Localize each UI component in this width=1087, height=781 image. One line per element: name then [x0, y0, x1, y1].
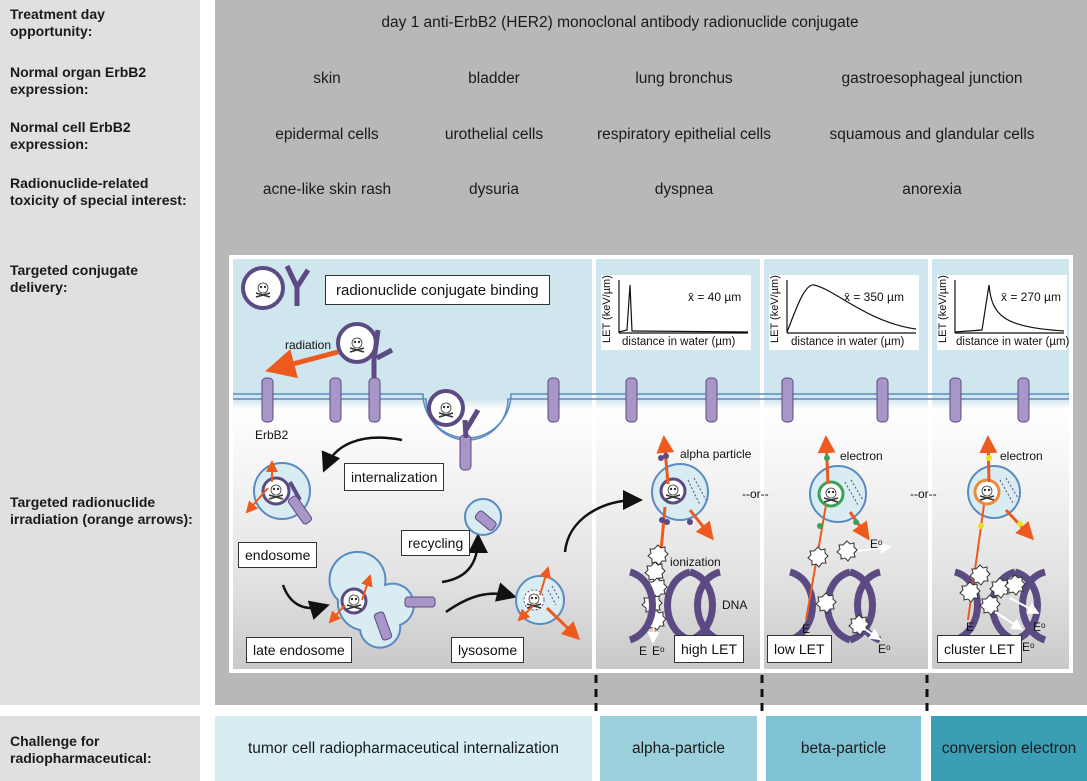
cell-squamous: squamous and glandular cells [829, 126, 1035, 143]
cell-membrane [233, 393, 1069, 439]
internalization-box: internalization [344, 463, 445, 491]
electron-label-beta: electron [840, 449, 883, 463]
chart-mean-beta: x̄ = 350 µm [844, 290, 904, 304]
toxicity-dysuria: dysuria [469, 181, 519, 198]
or-label-1: --or-- [742, 487, 769, 501]
beta-eo-label-2: Eᵒ [878, 642, 891, 656]
chart-mean-conversion: x̄ = 270 µm [1001, 290, 1061, 304]
chart-xlabel-conversion: distance in water (µm) [956, 336, 1070, 348]
beta-eo-label-1: Eᵒ [870, 537, 883, 551]
label-toxicity: Radionuclide-related toxicity of special… [10, 175, 187, 208]
toxicity-dyspnea: dyspnea [654, 181, 714, 198]
chart-beta [769, 275, 919, 350]
cluster-e-label: E [966, 620, 975, 634]
cell-epidermal: epidermal cells [275, 126, 379, 143]
chart-mean-alpha: x̄ = 40 µm [688, 290, 742, 304]
label-delivery: Targeted conjugate delivery: [10, 262, 139, 295]
receptor-erbb2 [261, 377, 274, 423]
cluster-let-box: cluster LET [937, 635, 1022, 663]
or-label-2: --or-- [910, 487, 937, 501]
chart-xlabel-beta: distance in water (µm) [791, 336, 905, 348]
chart-ylabel-conversion: LET (keV/µm) [937, 275, 949, 343]
chart-conversion [937, 275, 1067, 350]
endosome-box: endosome [238, 542, 318, 568]
label-cell-expression: Normal cell ErbB2 expression: [10, 119, 131, 152]
lysosome-box: lysosome [451, 637, 525, 663]
cluster-eo-label-2: Eᵒ [1022, 640, 1035, 654]
chart-xlabel-alpha: distance in water (µm) [622, 336, 736, 348]
toxicity-rash: acne-like skin rash [262, 181, 392, 198]
binding-box: radionuclide conjugate binding [325, 275, 550, 305]
late-endosome-box: late endosome [246, 637, 352, 663]
chart-alpha [601, 275, 751, 350]
cell-respiratory: respiratory epithelial cells [596, 126, 772, 143]
organ-skin: skin [313, 70, 341, 87]
organ-gej: gastroesophageal junction [841, 70, 1023, 87]
organ-lung: lung bronchus [635, 70, 733, 87]
high-let-box: high LET [674, 635, 745, 663]
label-challenge: Challenge for radiopharmaceutical: [10, 733, 152, 766]
ionization-label: ionization [670, 555, 721, 569]
electron-label-conversion: electron [1000, 449, 1043, 463]
challenge-alpha: alpha-particle [600, 716, 757, 781]
alpha-e-label: E [639, 644, 648, 658]
label-treatment-day: Treatment day opportunity: [10, 6, 105, 39]
recycling-box: recycling [401, 530, 471, 556]
label-irradiation: Targeted radionuclide irradiation (orang… [10, 494, 193, 527]
alpha-particle-label: alpha particle [680, 447, 752, 461]
low-let-box: low LET [767, 635, 832, 663]
alpha-eo-label: Eᵒ [652, 644, 665, 658]
challenge-conversion: conversion electron [931, 716, 1087, 781]
challenge-beta: beta-particle [766, 716, 921, 781]
organ-bladder: bladder [468, 70, 520, 87]
dna-label: DNA [722, 598, 748, 612]
beta-e-label: E [802, 622, 811, 636]
label-column-bottom [0, 716, 200, 781]
chart-ylabel-alpha: LET (keV/µm) [601, 275, 613, 343]
erbb2-label: ErbB2 [255, 428, 289, 442]
label-column [0, 0, 200, 705]
header-title: day 1 anti-ErbB2 (HER2) monoclonal antib… [381, 14, 859, 31]
chart-ylabel-beta: LET (keV/µm) [769, 275, 781, 343]
cell-urothelial: urothelial cells [444, 126, 544, 143]
challenge-internalization: tumor cell radiopharmaceutical internali… [215, 716, 592, 781]
toxicity-anorexia: anorexia [902, 181, 962, 198]
cluster-eo-label-1: Eᵒ [1033, 620, 1046, 634]
label-organ-expression: Normal organ ErbB2 expression: [10, 64, 147, 97]
radiation-label: radiation [285, 338, 332, 352]
